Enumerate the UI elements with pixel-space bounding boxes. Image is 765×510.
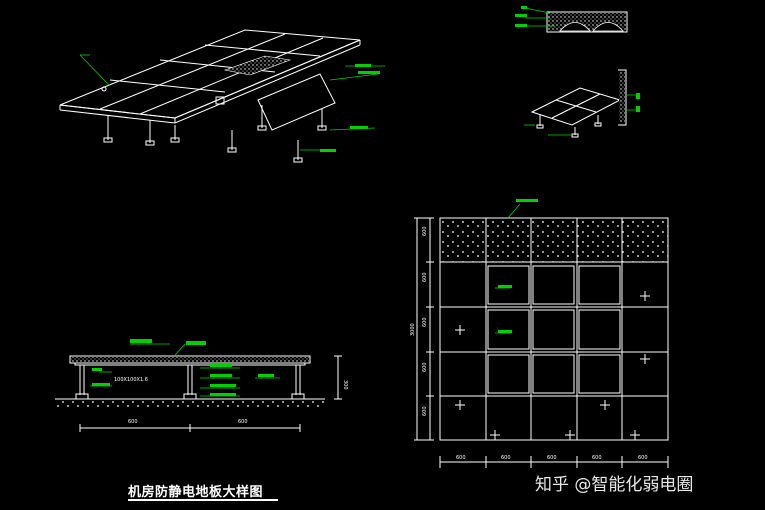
section-note: 100X100X1.6 — [114, 377, 148, 383]
section-dim-right: 600 — [238, 419, 248, 425]
plan-vdim-1: 600 — [422, 226, 428, 236]
plan-hdim-2: 600 — [501, 455, 511, 461]
plan-vdim-3: 600 — [422, 317, 428, 327]
plan-hdim-4: 600 — [592, 455, 602, 461]
plan-hdim-3: 600 — [547, 455, 557, 461]
plan-vdim-2: 600 — [422, 272, 428, 282]
section-dim-left: 600 — [128, 419, 138, 425]
panel-cross-section — [515, 6, 628, 33]
wall-edge-isometric — [524, 69, 640, 138]
plan-vdim-5: 600 — [422, 406, 428, 416]
isometric-floor-view — [59, 29, 385, 163]
floor-plan-grid: 600 600 600 600 600 3000 600 600 600 600… — [410, 199, 669, 468]
watermark: 知乎 @智能化弱电圈 — [535, 470, 693, 495]
plan-vdim-total: 3000 — [410, 323, 416, 336]
watermark-text: 知乎 @智能化弱电圈 — [535, 475, 694, 495]
section-height-dim: 300 — [342, 380, 348, 390]
floor-section-view: 100X100X1.6 600 600 300 — [55, 339, 348, 432]
plan-hdim-1: 600 — [456, 455, 466, 461]
title-underline — [128, 499, 278, 501]
drawing-title: 机房防静电地板大样图 — [128, 485, 264, 500]
plan-hdim-5: 600 — [638, 455, 648, 461]
plan-vdim-4: 600 — [422, 362, 428, 372]
